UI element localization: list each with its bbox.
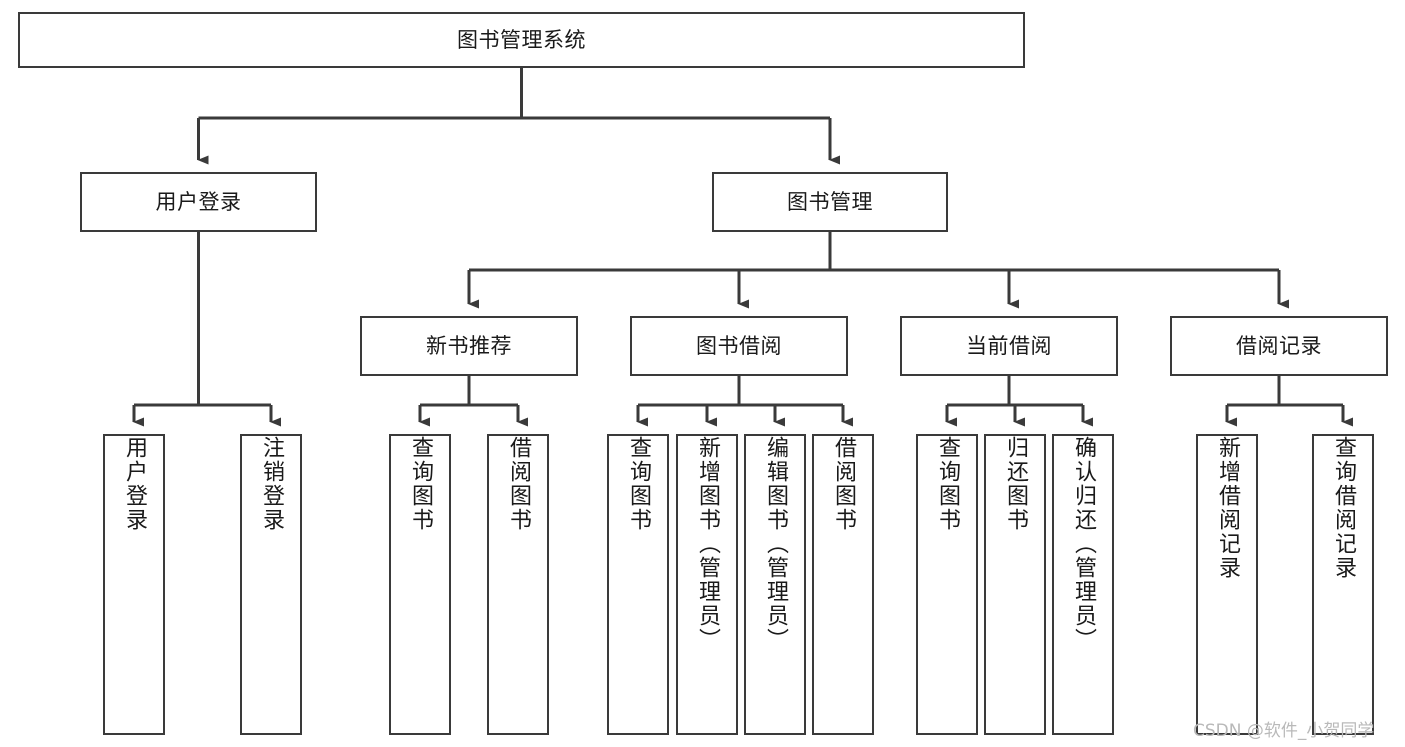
node-label: 借阅图书 <box>831 436 856 532</box>
node-label: 注销登录 <box>259 436 284 532</box>
node-leaf13[interactable]: 查询借阅记录 <box>1312 434 1374 735</box>
node-leaf11[interactable]: 确认归还（管理员） <box>1052 434 1114 735</box>
node-label: 新书推荐 <box>426 333 512 358</box>
node-label: 确认归还（管理员） <box>1071 436 1096 652</box>
node-label: 新增图书（管理员） <box>695 436 720 652</box>
node-leaf8[interactable]: 借阅图书 <box>812 434 874 735</box>
node-label: 查询图书 <box>626 436 651 532</box>
node-leaf6[interactable]: 新增图书（管理员） <box>676 434 738 735</box>
watermark-text: CSDN @软件_小贺同学 <box>1193 721 1375 741</box>
node-label: 图书借阅 <box>696 333 782 358</box>
node-label: 编辑图书（管理员） <box>763 436 788 652</box>
node-leaf5[interactable]: 查询图书 <box>607 434 669 735</box>
node-leaf9[interactable]: 查询图书 <box>916 434 978 735</box>
node-label: 归还图书 <box>1003 436 1028 532</box>
node-leaf10[interactable]: 归还图书 <box>984 434 1046 735</box>
node-leaf4[interactable]: 借阅图书 <box>487 434 549 735</box>
node-label: 图书管理系统 <box>457 27 586 52</box>
node-l2d[interactable]: 借阅记录 <box>1170 316 1388 376</box>
node-label: 查询图书 <box>408 436 433 532</box>
node-label: 当前借阅 <box>966 333 1052 358</box>
node-root[interactable]: 图书管理系统 <box>18 12 1025 68</box>
node-label: 用户登录 <box>122 436 147 532</box>
node-leaf3[interactable]: 查询图书 <box>389 434 451 735</box>
node-l1b[interactable]: 图书管理 <box>712 172 948 232</box>
node-leaf12[interactable]: 新增借阅记录 <box>1196 434 1258 735</box>
node-leaf7[interactable]: 编辑图书（管理员） <box>744 434 806 735</box>
node-l2a[interactable]: 新书推荐 <box>360 316 578 376</box>
node-label: 用户登录 <box>155 189 242 214</box>
node-label: 借阅图书 <box>506 436 531 532</box>
node-label: 图书管理 <box>787 189 873 214</box>
node-label: 新增借阅记录 <box>1215 436 1240 580</box>
node-label: 查询图书 <box>935 436 960 532</box>
node-l2b[interactable]: 图书借阅 <box>630 316 848 376</box>
node-leaf1[interactable]: 用户登录 <box>103 434 165 735</box>
node-label: 借阅记录 <box>1236 333 1322 358</box>
node-label: 查询借阅记录 <box>1331 436 1356 580</box>
node-l1a[interactable]: 用户登录 <box>80 172 317 232</box>
node-l2c[interactable]: 当前借阅 <box>900 316 1118 376</box>
node-leaf2[interactable]: 注销登录 <box>240 434 302 735</box>
